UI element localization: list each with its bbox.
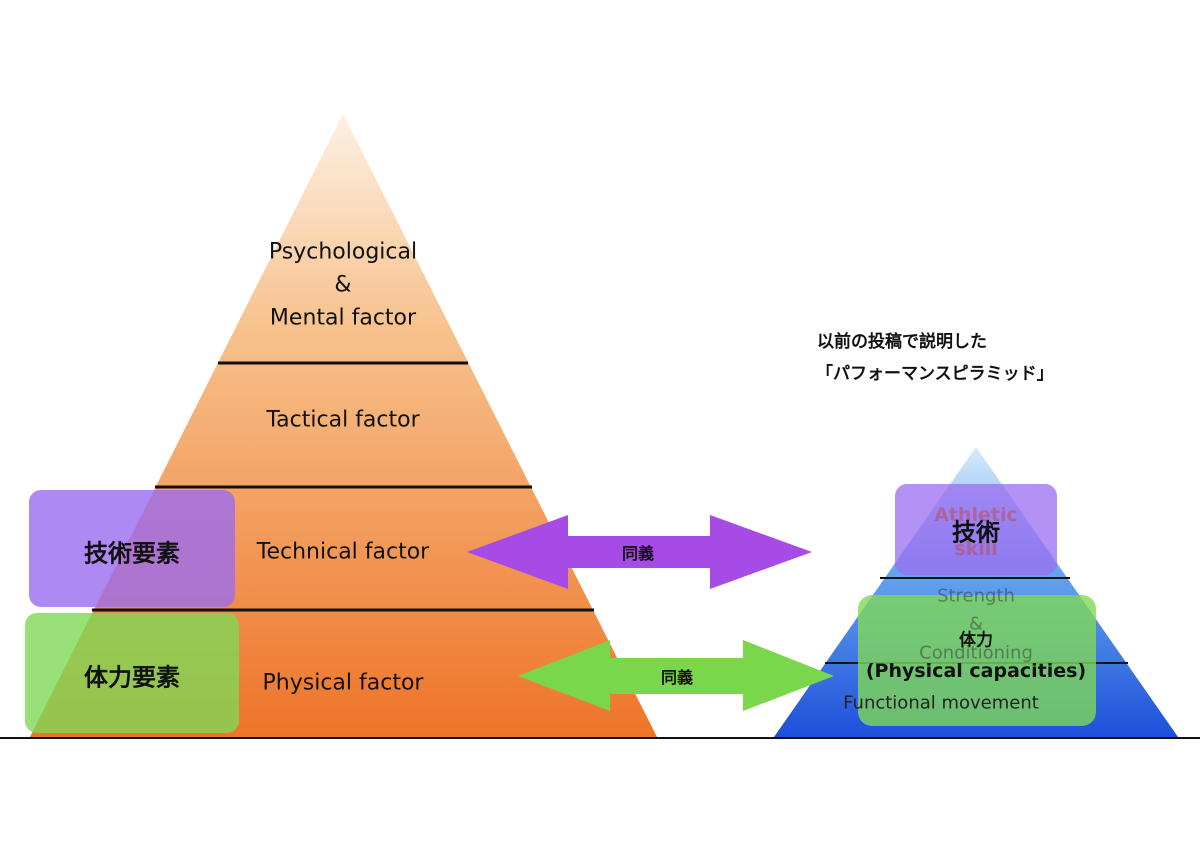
physical-element-label: 体力要素 xyxy=(84,663,180,692)
strength-label: Strength xyxy=(937,585,1015,607)
skill-label: skill xyxy=(954,538,998,560)
strength-ampersand-label: & xyxy=(968,613,984,635)
technical-double-arrow xyxy=(467,515,812,589)
physical-factor-label: Physical factor xyxy=(262,670,424,696)
technical-arrow-label: 同義 xyxy=(621,544,655,563)
technical-element-label: 技術要素 xyxy=(84,539,180,568)
skill-box-label: 技術 xyxy=(952,518,1000,547)
ampersand-label: & xyxy=(334,272,352,298)
tactical-factor-label: Tactical factor xyxy=(266,407,420,433)
skill-box xyxy=(895,484,1057,575)
physical-double-arrow xyxy=(518,640,834,711)
note-line-2: 「パフォーマンスピラミッド」 xyxy=(816,364,1054,384)
athletic-label: Athletic xyxy=(934,504,1018,526)
physical-capacities-kanji-label: 体力 xyxy=(959,630,993,651)
physical-capacities-label: (Physical capacities) xyxy=(865,660,1087,682)
physical-arrow-label: 同義 xyxy=(660,668,694,687)
note-line-1: 以前の投稿で説明した xyxy=(817,332,987,352)
physical-element-box xyxy=(25,613,239,733)
conditioning-label: Conditioning xyxy=(919,642,1033,664)
technical-factor-label: Technical factor xyxy=(256,539,430,565)
physical-capacities-box xyxy=(858,595,1096,726)
functional-movement-label: Functional movement xyxy=(843,692,1039,714)
psychological-label: Psychological xyxy=(268,239,418,265)
mental-factor-label: Mental factor xyxy=(269,305,417,331)
technical-element-box xyxy=(29,490,235,607)
